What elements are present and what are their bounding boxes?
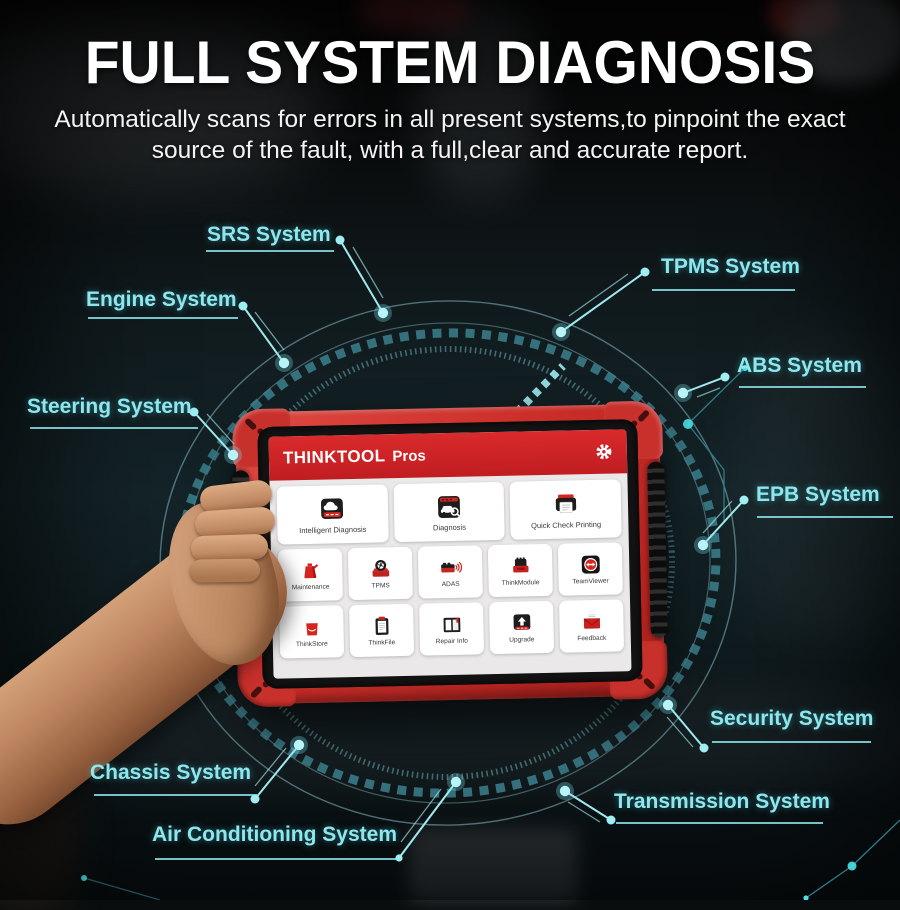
app-upgrade[interactable]: Upgrade (489, 601, 554, 654)
app-label: TeamViewer (572, 578, 608, 586)
diagnostic-tablet: THINKTOOL Pros (235, 404, 665, 705)
subtitle-line-2: source of the fault, with a full,clear a… (0, 135, 900, 166)
app-grid: Intelligent Diagnosis (269, 473, 631, 678)
app-label: Maintenance (292, 584, 330, 592)
app-label: Repair Info (436, 638, 468, 646)
app-diagnosis[interactable]: Diagnosis (393, 482, 505, 542)
page-title: FULL SYSTEM DIAGNOSIS (0, 28, 900, 98)
app-label: TPMS (371, 582, 389, 589)
app-thinkfile[interactable]: ThinkFile (349, 604, 414, 657)
page-subtitle: Automatically scans for errors in all pr… (0, 104, 900, 167)
app-quick-check-printing[interactable]: Quick Check Printing (510, 479, 622, 539)
teamviewer-icon (579, 553, 602, 576)
app-label: Intelligent Diagnosis (299, 524, 366, 534)
cloud-diagnosis-icon (318, 495, 347, 524)
tire-icon (369, 557, 392, 580)
oil-can-icon (299, 559, 322, 582)
app-label: ThinkFile (368, 639, 395, 647)
app-teamviewer[interactable]: TeamViewer (558, 542, 623, 595)
app-label: ADAS (442, 581, 460, 588)
shopping-bag-icon (300, 616, 323, 639)
upload-icon (510, 611, 533, 634)
app-label: Upgrade (509, 636, 534, 644)
subtitle-line-1: Automatically scans for errors in all pr… (0, 104, 900, 135)
app-tpms[interactable]: TPMS (348, 547, 413, 600)
app-maintenance[interactable]: Maintenance (278, 548, 343, 601)
left-grip (232, 470, 253, 646)
app-label: ThinkModule (502, 579, 540, 587)
clipboard-icon (370, 614, 393, 637)
brand-suffix: Pros (392, 447, 426, 465)
adas-device-icon (439, 556, 462, 579)
app-header-bar: THINKTOOL Pros (269, 429, 628, 480)
envelope-icon (580, 610, 603, 633)
headline-block: FULL SYSTEM DIAGNOSIS Automatically scan… (0, 30, 900, 167)
app-adas[interactable]: ADAS (418, 545, 483, 598)
printer-icon (551, 490, 580, 519)
app-label: Diagnosis (433, 522, 466, 532)
book-icon (440, 613, 463, 636)
app-label: Feedback (577, 635, 606, 643)
module-icon (509, 554, 532, 577)
gear-icon[interactable] (595, 443, 613, 461)
app-label: ThinkStore (296, 641, 328, 649)
app-thinkmodule[interactable]: ThinkModule (488, 544, 553, 597)
app-feedback[interactable]: Feedback (559, 599, 624, 652)
car-search-icon (435, 492, 464, 521)
app-repair-info[interactable]: Repair Info (419, 602, 484, 655)
app-intelligent-diagnosis[interactable]: Intelligent Diagnosis (277, 484, 389, 544)
screen-bezel: THINKTOOL Pros (257, 419, 642, 689)
tablet-screen: THINKTOOL Pros (269, 429, 632, 678)
app-thinkstore[interactable]: ThinkStore (279, 605, 344, 658)
brand-name: THINKTOOL (283, 446, 386, 468)
app-label: Quick Check Printing (531, 519, 601, 529)
